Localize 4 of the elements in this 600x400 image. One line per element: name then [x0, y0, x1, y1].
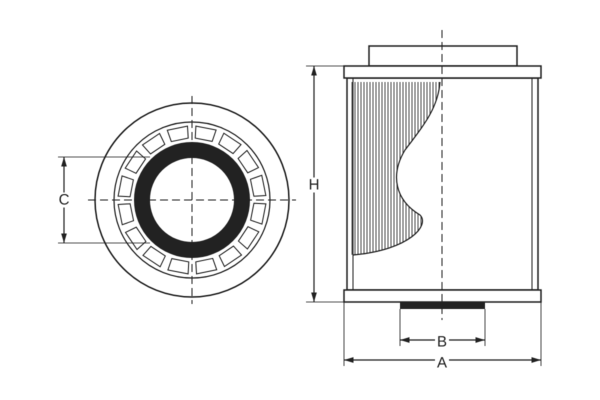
dimension-label: C — [56, 192, 72, 208]
dimension-label: A — [435, 356, 449, 370]
dimension-label: B — [435, 334, 449, 350]
dimension-label: H — [306, 178, 322, 192]
